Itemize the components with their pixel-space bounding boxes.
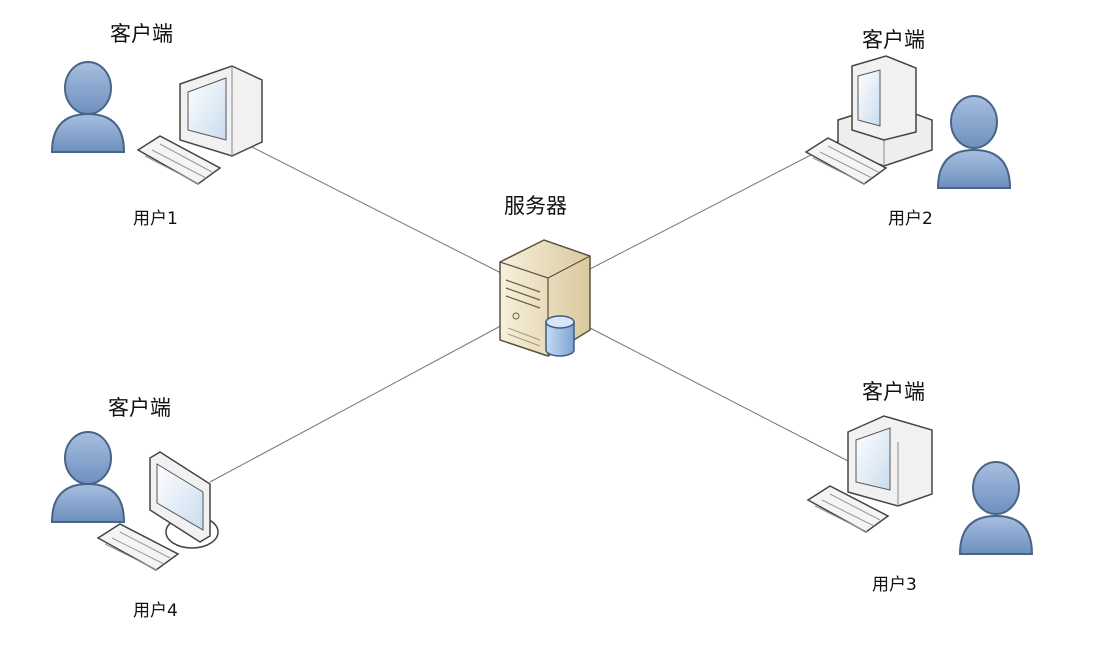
user-2-keyboard-icon <box>804 137 888 185</box>
user-3-keyboard-icon <box>806 485 890 533</box>
server-label: 服务器 <box>504 194 567 218</box>
client-3 <box>806 415 1034 555</box>
user-2-person-icon <box>936 95 1012 189</box>
user-3-label: 用户3 <box>872 575 917 595</box>
link-user4-server <box>209 321 509 483</box>
user-2-label: 用户2 <box>888 209 933 229</box>
client-1 <box>50 61 263 185</box>
user-2-computer-icon <box>837 55 933 167</box>
link-user2-server <box>587 139 841 271</box>
user-3-person-icon <box>958 461 1034 555</box>
user-4-person-icon <box>50 431 126 523</box>
client-4 <box>50 431 219 571</box>
database-icon <box>545 315 575 357</box>
user-4-label: 用户4 <box>133 601 178 621</box>
link-user3-server <box>589 327 851 463</box>
user-4-flat-monitor-icon <box>149 451 219 549</box>
server <box>499 239 591 357</box>
user-1-person-icon <box>50 61 126 153</box>
server-tower-icon <box>499 239 591 357</box>
client-3-label: 客户端 <box>862 380 925 404</box>
user-1-monitor-icon <box>179 65 263 157</box>
client-2 <box>804 55 1012 189</box>
user-4-keyboard-icon <box>96 523 180 571</box>
client-1-label: 客户端 <box>110 22 173 46</box>
user-3-monitor-icon <box>847 415 933 507</box>
link-user1-server <box>247 144 506 276</box>
user-1-keyboard-icon <box>136 135 222 185</box>
user-1-label: 用户1 <box>133 209 178 229</box>
client-2-label: 客户端 <box>862 28 925 52</box>
client-4-label: 客户端 <box>108 396 171 420</box>
